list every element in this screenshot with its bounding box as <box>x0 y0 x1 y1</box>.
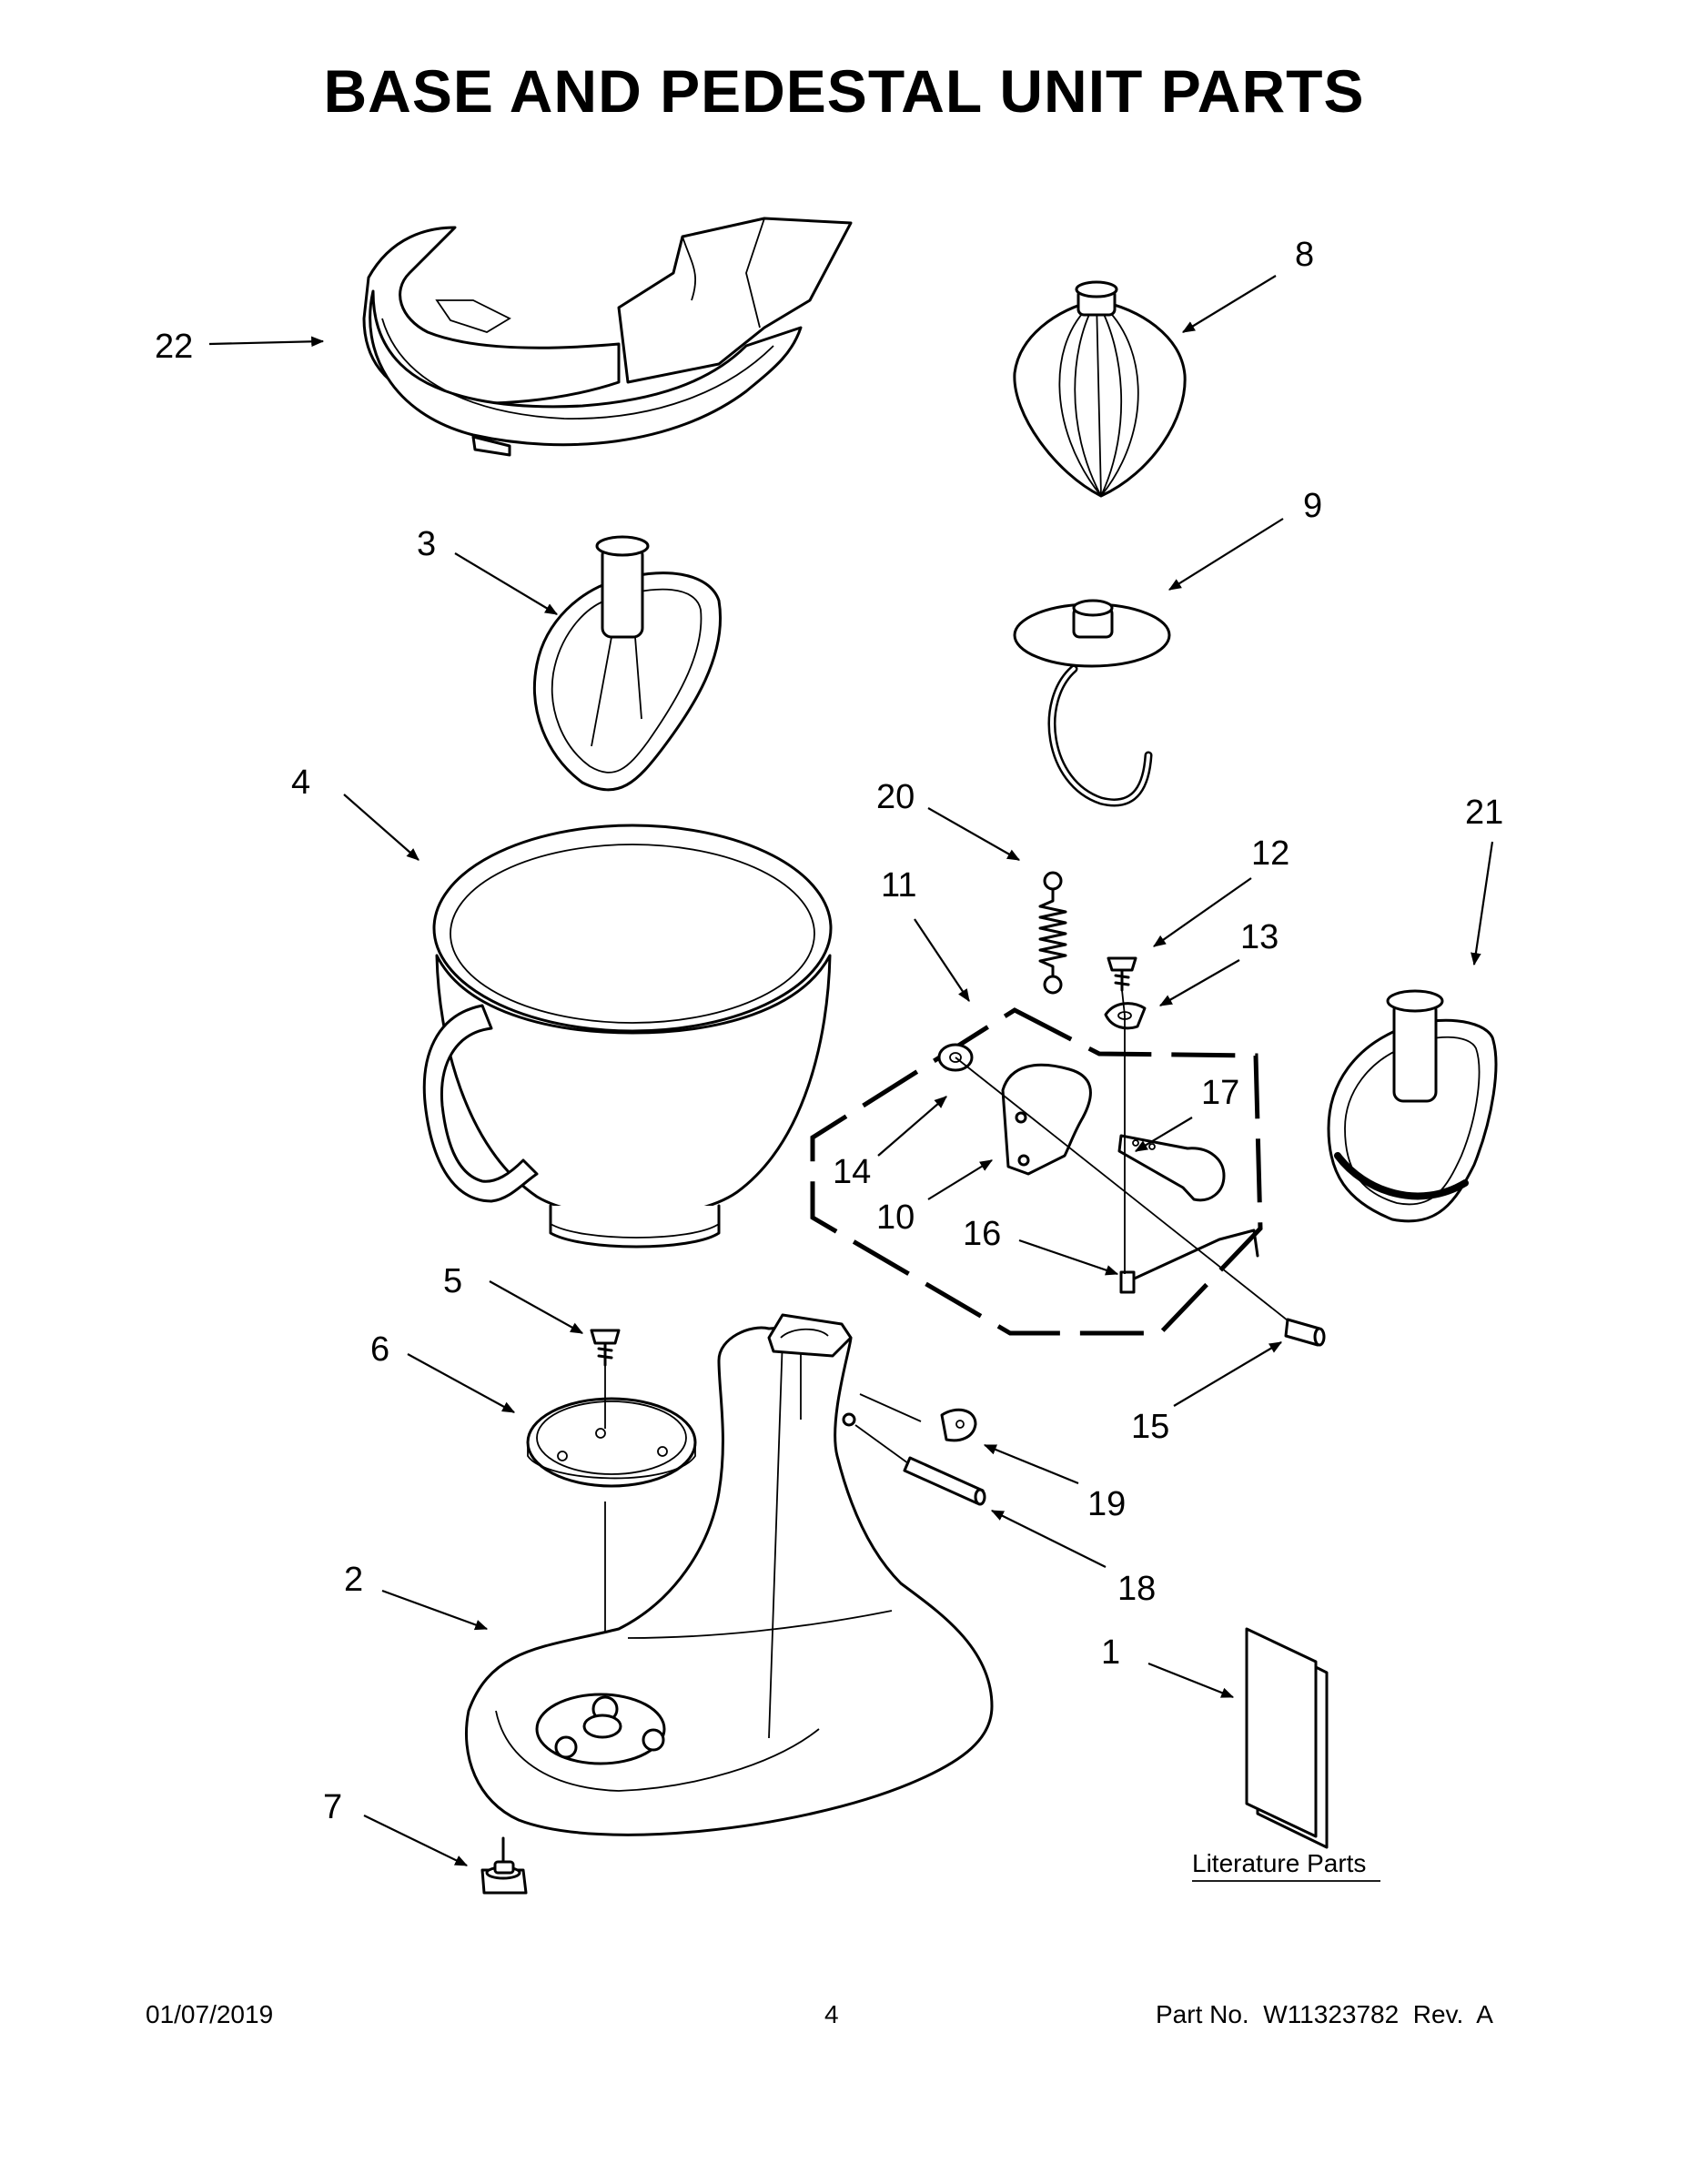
label-4: 4 <box>291 763 310 802</box>
coated-flat-beater-part <box>1327 989 1498 1223</box>
label-1: 1 <box>1101 1633 1120 1672</box>
rod-part-16 <box>1119 1228 1259 1294</box>
literature-booklet-part <box>1245 1627 1329 1849</box>
label-18: 18 <box>1117 1570 1156 1608</box>
label-2: 2 <box>344 1561 363 1599</box>
pin-part-15 <box>1284 1318 1326 1347</box>
dough-hook-part <box>1013 599 1171 807</box>
lever-assembly-group-outline <box>810 1007 1263 1336</box>
bracket-part-10 <box>1001 1063 1092 1176</box>
pouring-shield-part <box>362 217 853 457</box>
footer-part-number: Part No. W11323782 Rev. A <box>1156 2000 1493 2028</box>
trim-band-part-6 <box>526 1397 697 1488</box>
screw-part-12 <box>1107 956 1137 992</box>
pedestal-base-part <box>464 1313 994 1836</box>
label-8: 8 <box>1295 236 1314 274</box>
wire-whip-part <box>1013 280 1187 498</box>
spring-part <box>1038 871 1067 995</box>
hinge-axis-lines <box>854 1393 922 1464</box>
literature-parts-label: Literature Parts <box>1192 1849 1366 1877</box>
label-14: 14 <box>833 1153 871 1191</box>
pin-axis-line <box>955 1057 1293 1325</box>
label-10: 10 <box>876 1198 915 1237</box>
lever-part-17 <box>1117 1134 1226 1202</box>
label-11: 11 <box>881 866 916 905</box>
screw-part-5 <box>590 1329 621 1367</box>
label-7: 7 <box>323 1788 342 1826</box>
label-22: 22 <box>155 328 193 366</box>
label-12: 12 <box>1251 834 1289 873</box>
screw-axis-line <box>1121 989 1126 1274</box>
label-9: 9 <box>1303 487 1322 525</box>
label-20: 20 <box>876 778 915 816</box>
label-16: 16 <box>963 1215 1001 1253</box>
flat-beater-part <box>532 535 722 792</box>
page-title: BASE AND PEDESTAL UNIT PARTS <box>323 57 1365 125</box>
footer-date: 01/07/2019 <box>146 2000 274 2028</box>
label-13: 13 <box>1240 918 1279 956</box>
label-17: 17 <box>1201 1074 1239 1112</box>
label-15: 15 <box>1131 1408 1169 1446</box>
hinge-pin-part-18 <box>903 1456 986 1506</box>
label-3: 3 <box>417 525 436 563</box>
label-6: 6 <box>370 1330 389 1369</box>
label-19: 19 <box>1087 1485 1126 1523</box>
footer-page-number: 4 <box>824 2000 839 2028</box>
clip-part-19 <box>940 1408 977 1442</box>
label-21: 21 <box>1465 794 1503 832</box>
mixing-bowl-part <box>422 824 833 1249</box>
foot-part-7 <box>480 1836 528 1895</box>
leader-arrows <box>208 275 1494 1866</box>
label-5: 5 <box>443 1262 462 1300</box>
